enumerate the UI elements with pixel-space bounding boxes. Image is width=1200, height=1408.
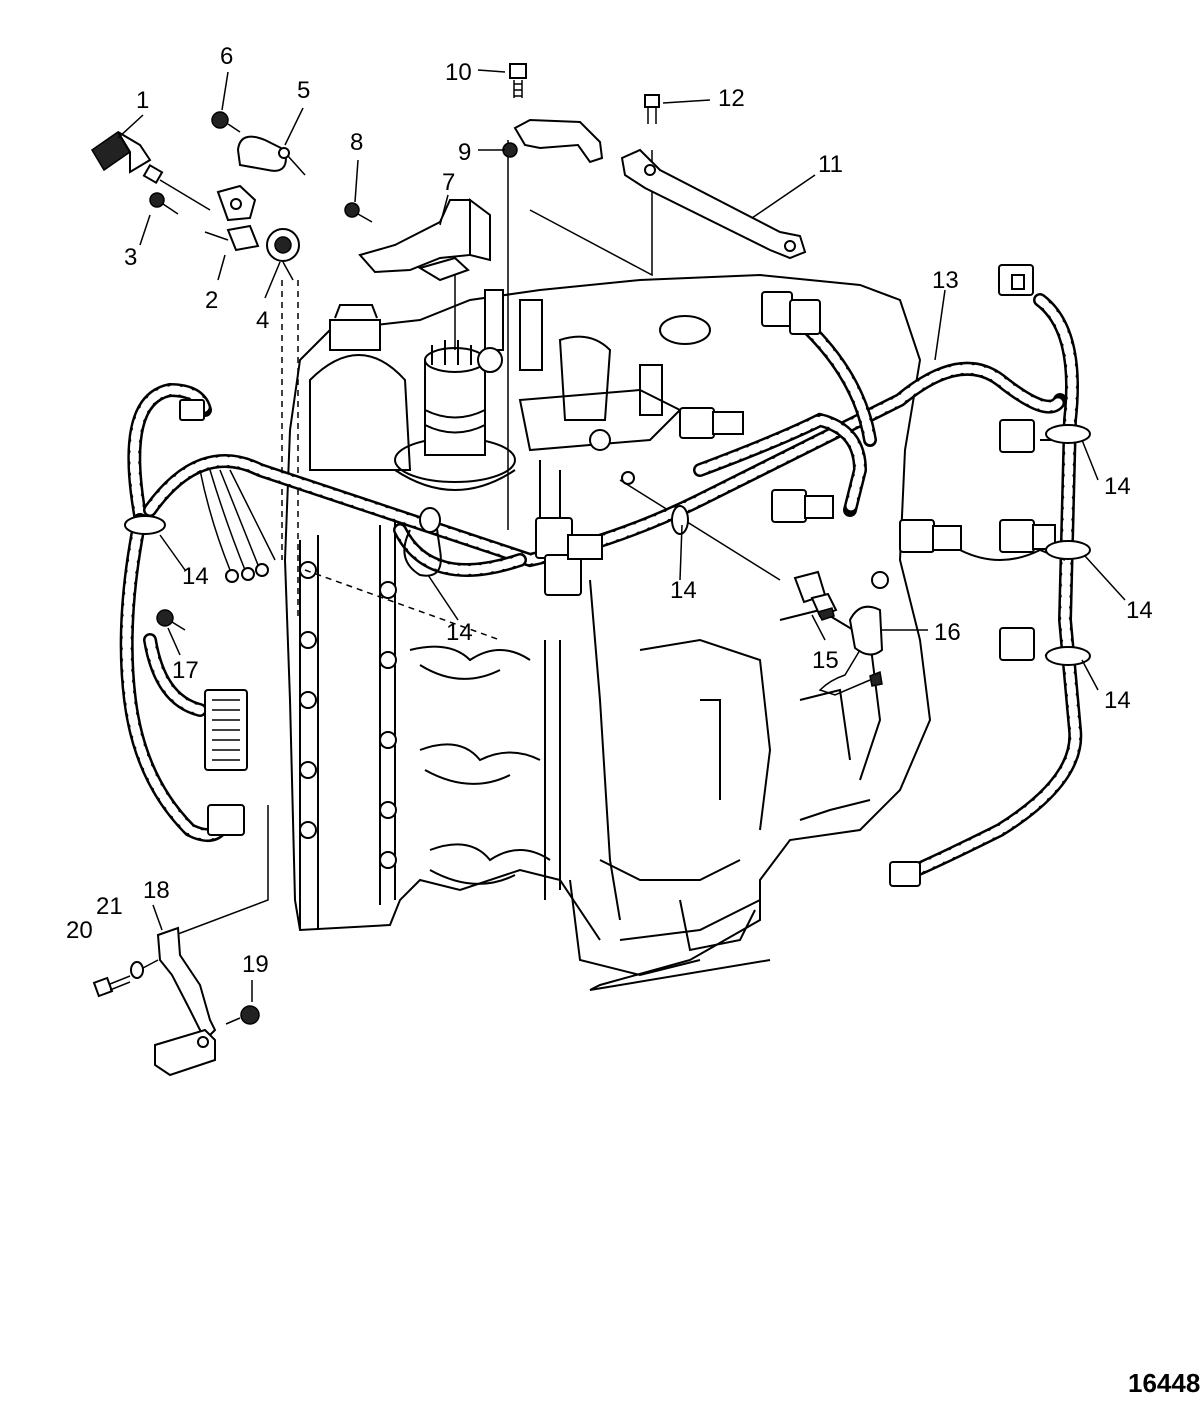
connector-harness-upper-2 [789, 299, 821, 335]
wiring-harness [119, 293, 1083, 882]
lower-skirt [569, 799, 871, 977]
crankcase-right [589, 579, 882, 991]
callout-12: 12 [718, 85, 745, 112]
callout-labels: 1 2 3 4 5 6 7 8 9 10 11 12 13 14 14 14 1… [66, 43, 1153, 978]
harness-clamps [124, 424, 1091, 666]
part-4-grommet [266, 228, 300, 281]
engine-block [283, 273, 932, 991]
top-deck [477, 289, 711, 531]
part-2-bracket [204, 184, 260, 252]
clamp-right-2 [1045, 540, 1091, 560]
callout-14-right-top: 14 [1104, 473, 1131, 500]
part-9-bracket [502, 118, 604, 164]
clamp-center [671, 505, 689, 535]
callout-9: 9 [458, 139, 471, 166]
part-1-sensor [90, 130, 211, 211]
part-5-clip [236, 135, 306, 176]
callout-7: 7 [442, 169, 455, 196]
callout-11: 11 [818, 151, 843, 178]
part-18-bracket [154, 926, 217, 1077]
part-12-bolt [644, 94, 660, 124]
leader-lines [117, 69, 1126, 1002]
part-20-bolt [92, 975, 131, 998]
part-8-screw [344, 202, 373, 223]
callout-8: 8 [350, 129, 363, 156]
callout-3: 3 [124, 244, 137, 271]
part-21-washer [130, 959, 159, 979]
connectors [179, 264, 1056, 887]
clamp-left [124, 515, 166, 535]
part-15-sensor [793, 570, 838, 621]
connector-right-1 [999, 419, 1035, 453]
connector-left-top [179, 399, 205, 421]
connector-right-4 [999, 627, 1035, 661]
part-3-screw [149, 192, 179, 215]
callout-16: 16 [934, 619, 961, 646]
callout-20: 20 [66, 917, 93, 944]
cylinder-heads [409, 640, 561, 900]
callout-14-right-mid: 14 [1126, 597, 1153, 624]
callout-5: 5 [297, 77, 310, 104]
connector-right-3 [899, 519, 935, 553]
callout-15: 15 [812, 647, 839, 674]
assembly-guide-lines [161, 140, 781, 941]
callout-2: 2 [205, 287, 218, 314]
connector-harness-mid [679, 407, 715, 439]
connector-center-2 [544, 554, 582, 596]
callout-17: 17 [172, 657, 199, 684]
callout-14-left: 14 [182, 563, 209, 590]
callout-14-right-bottom: 14 [1104, 687, 1131, 714]
part-6-bolt [211, 111, 241, 133]
connector-right-2 [999, 519, 1035, 553]
connector-right-bottom [889, 861, 921, 887]
part-10-bolt [509, 63, 527, 98]
callout-13: 13 [932, 267, 959, 294]
callout-14-mid: 14 [446, 619, 473, 646]
connector-harness-lower [771, 489, 807, 523]
clamp-right-1 [1045, 424, 1091, 444]
part-7-bracket [358, 198, 491, 282]
callout-4: 4 [256, 307, 269, 334]
part-17-screw [156, 609, 186, 631]
left-bank-ports [299, 561, 397, 869]
callout-10: 10 [445, 59, 472, 86]
callout-1: 1 [136, 87, 149, 114]
part-19-nut [225, 1005, 260, 1025]
connector-harness-upper-1 [761, 291, 793, 327]
callout-6: 6 [220, 43, 233, 70]
clamp-mid [419, 507, 441, 533]
connector-left-bottom [207, 804, 245, 836]
clamp-right-3 [1045, 646, 1091, 666]
crankshaft-top [309, 304, 516, 491]
callout-19: 19 [242, 951, 269, 978]
part-16-cap [818, 571, 889, 696]
part-11-bracket [620, 148, 807, 260]
callout-21: 21 [96, 893, 123, 920]
callout-14-center: 14 [670, 577, 697, 604]
callout-18: 18 [143, 877, 170, 904]
connector-center-1 [535, 517, 573, 559]
figure-number: 16448 [1128, 1368, 1200, 1398]
